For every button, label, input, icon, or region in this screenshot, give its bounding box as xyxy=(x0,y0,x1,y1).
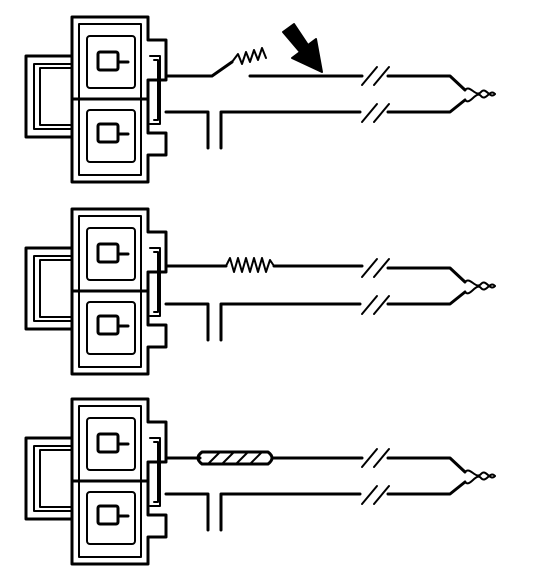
panel-stretched-wire xyxy=(24,207,497,376)
wire-broken-end xyxy=(164,60,234,78)
arrow-down-right-icon xyxy=(282,23,323,73)
wire-spring xyxy=(225,257,275,273)
insulation-wrap xyxy=(196,450,274,466)
panel-insulated-wire xyxy=(24,397,497,566)
wire-coil-segment xyxy=(231,47,267,65)
panel-broken-wire xyxy=(24,15,497,184)
